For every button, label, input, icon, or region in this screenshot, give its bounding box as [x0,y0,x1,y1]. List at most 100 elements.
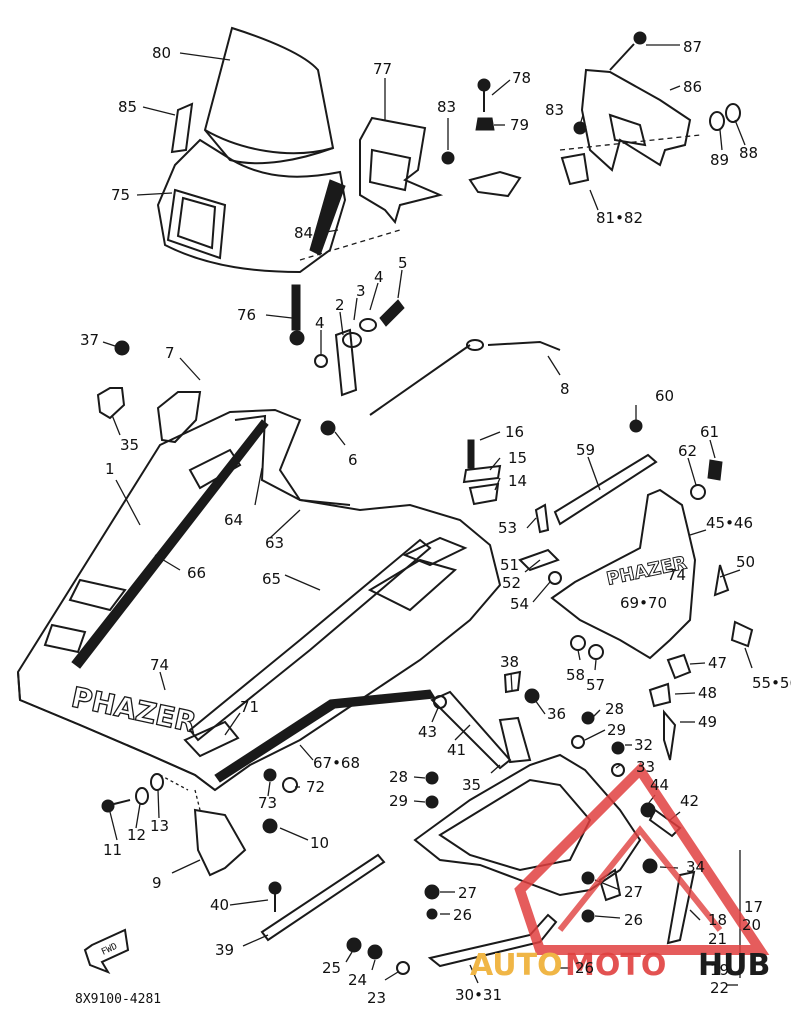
label-84: 84 [294,224,313,242]
label-14: 14 [508,472,527,490]
label-83: 83 [437,98,456,116]
label-62: 62 [678,442,697,460]
label-19: 19 [710,961,729,979]
label-34: 34 [686,858,705,876]
label-59: 59 [576,441,595,459]
bracket-7-part [156,391,202,444]
label-11: 11 [103,841,122,859]
label-52: 52 [502,574,521,592]
label-38: 38 [500,653,519,671]
hood-part [16,408,502,792]
label-13: 13 [150,817,169,835]
label-64: 64 [224,511,243,529]
label-7: 7 [165,344,175,362]
nut-83-part [441,151,455,165]
label-4: 4 [315,314,325,332]
label-24: 24 [348,971,367,989]
label-42: 42 [680,792,699,810]
label-40: 40 [210,896,229,914]
center-hardware-part [462,439,562,585]
label-15: 15 [508,449,527,467]
label-12: 12 [127,826,146,844]
label-36: 36 [547,705,566,723]
label-89: 89 [710,151,729,169]
label-2: 2 [335,296,345,314]
label-74-b: 74 [667,566,686,584]
label-23: 23 [367,989,386,1007]
label-26-c: 26 [575,959,594,977]
watermark-logo: AUTO MOTO HUB [470,762,770,983]
label-27-b: 27 [624,883,643,901]
label-49: 49 [698,713,717,731]
label-3: 3 [356,282,366,300]
label-26: 26 [453,906,472,924]
label-88: 88 [739,144,758,162]
label-45-46: 45•46 [706,514,753,532]
label-16: 16 [505,423,524,441]
label-87: 87 [683,38,702,56]
label-41: 41 [447,741,466,759]
headlight-bracket-part [359,116,444,225]
label-29: 29 [607,721,626,739]
label-26-b: 26 [624,911,643,929]
label-69-70: 69•70 [620,594,667,612]
label-83-b: 83 [545,101,564,119]
label-18: 18 [708,911,727,929]
label-25: 25 [322,959,341,977]
label-75: 75 [111,186,130,204]
label-74: 74 [150,656,169,674]
part-code: 8X9100-4281 [75,992,161,1007]
side-panel-part [550,419,754,761]
label-44: 44 [650,776,669,794]
watermark-text-hub: HUB [698,948,770,983]
label-10: 10 [310,834,329,852]
label-22: 22 [710,979,729,997]
label-4-b: 4 [374,268,384,286]
label-48: 48 [698,684,717,702]
label-30-31: 30•31 [455,986,502,1004]
label-76: 76 [237,306,256,324]
front-direction-marker: FWD [83,928,130,974]
bolt-78-part [468,78,522,198]
label-57: 57 [586,676,605,694]
label-5: 5 [398,254,408,272]
label-50: 50 [736,553,755,571]
cable-8-part [369,339,561,416]
label-54: 54 [510,595,529,613]
label-17: 17 [744,898,763,916]
label-9: 9 [152,874,162,892]
label-67-68: 67•68 [313,754,360,772]
label-58: 58 [566,666,585,684]
label-29-b: 29 [389,792,408,810]
label-73: 73 [258,794,277,812]
label-43: 43 [418,723,437,741]
label-61: 61 [700,423,719,441]
label-35-b: 35 [462,776,481,794]
label-79: 79 [510,116,529,134]
label-27: 27 [458,884,477,902]
label-55-56: 55•56 [752,674,791,692]
label-81-82: 81•82 [596,209,643,227]
label-28: 28 [605,700,624,718]
label-53: 53 [498,519,517,537]
hood-badge: PHAZER [69,681,200,740]
label-47: 47 [708,654,727,672]
label-66: 66 [187,564,206,582]
callout-labels: 80 85 75 77 83 78 79 87 86 83 89 88 81•8… [80,38,791,1007]
screw-set-part [96,284,405,436]
label-63: 63 [265,534,284,552]
label-35: 35 [120,436,139,454]
label-39: 39 [215,941,234,959]
label-77: 77 [373,60,392,78]
label-8: 8 [560,380,570,398]
label-71: 71 [240,698,259,716]
label-60: 60 [655,387,674,405]
label-21: 21 [708,930,727,948]
label-86: 86 [683,78,702,96]
watermark-text-moto: MOTO [565,948,666,983]
label-20: 20 [742,916,761,934]
label-85: 85 [118,98,137,116]
label-65: 65 [262,570,281,588]
